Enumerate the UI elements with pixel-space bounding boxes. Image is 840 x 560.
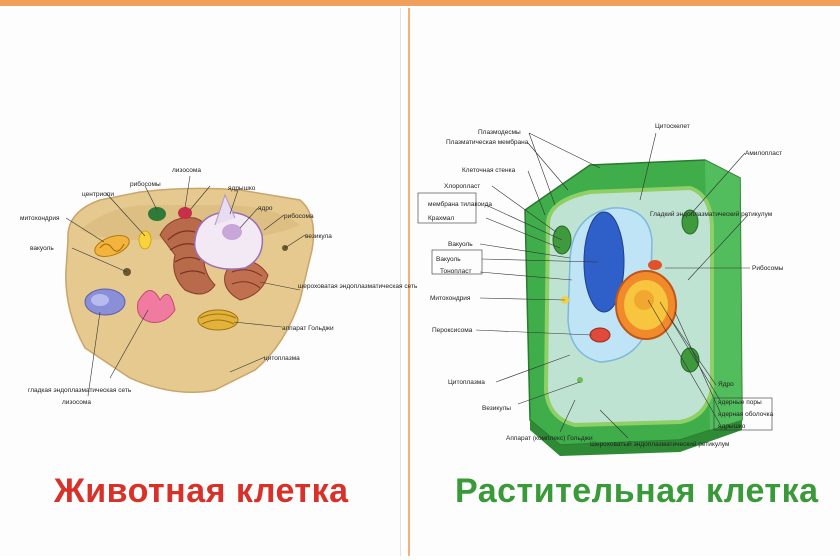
animal-label-vesicle: везикула [305, 233, 332, 240]
animal-label-mitochondrion: митохондрия [20, 215, 60, 222]
plant-label-amyloplast: Амилопласт [745, 150, 782, 157]
plant-cell-wall-side [705, 160, 742, 430]
top-accent-bar [0, 0, 840, 6]
animal-golgi-shape [197, 309, 239, 331]
animal-label-ribosomes-top: рибосомы [130, 180, 161, 188]
animal-label-ribosome-right: рибосома [284, 212, 314, 220]
plant-label-cell-wall: Клеточная стенка [462, 167, 516, 174]
plant-label-thylakoid: мембрана тилакоида [428, 200, 492, 208]
plant-cell-caption: Растительная клетка [455, 472, 819, 510]
plant-label-plasmodesmata: Плазмодесмы [478, 129, 521, 136]
plant-label-vacuole: Вакуоль [448, 241, 473, 248]
animal-label-lysosome-top: лизосома [172, 167, 201, 174]
plant-label-nucleus: Ядро [718, 381, 734, 388]
animal-label-rough-er: шероховатая эндоплазматическая сеть [298, 283, 418, 290]
plant-label-nuclear-pore: ядерные поры [718, 399, 762, 406]
animal-cell-diagram: рибосомы лизосома центриоли ядрышко ядро… [20, 167, 418, 406]
plant-label-golgi: Аппарат (комплекс) Гольджи [506, 435, 593, 442]
animal-label-lysosome-left: лизосома [62, 399, 91, 406]
animal-lysosome-shape [148, 207, 166, 221]
plant-label-chloroplast: Хлоропласт [444, 183, 480, 190]
plant-label-tonoplast: Тонопласт [440, 268, 471, 275]
animal-smooth-er-shape [137, 290, 176, 323]
plant-label-ribosomes: Рибосомы [752, 264, 784, 272]
plant-label-starch: Крахмал [428, 215, 454, 222]
animal-nucleus-shape [193, 193, 264, 270]
plant-cell-diagram: Плазмодесмы Плазматическая мембрана Клет… [417, 123, 784, 456]
plant-label-vesicles: Везикулы [482, 405, 511, 412]
plant-label-rough-er: Шероховатый эндоплазматический ретикулум [590, 440, 730, 448]
plant-label-vacuole-inner: Вакуоль [436, 256, 461, 263]
plant-nucleus-shape [615, 270, 677, 340]
animal-cell-caption: Животная клетка [54, 472, 349, 510]
plant-label-smooth-er: Гладкий эндоплазматический ретикулум [650, 210, 773, 218]
animal-label-nucleolus: ядрышко [228, 185, 256, 192]
animal-label-golgi: аппарат Гольджи [282, 325, 334, 332]
animal-label-cytoplasm: цитоплазма [264, 355, 300, 362]
animal-label-centrioles: центриоли [82, 191, 114, 198]
plant-mitochondrion-shape [589, 327, 611, 343]
plant-label-cytoplasm: Цитоплазма [448, 379, 485, 386]
plant-label-cytoskeleton: Цитоскелет [655, 123, 690, 130]
animal-mitochondrion-shape [94, 235, 130, 257]
animal-label-vacuole: вакуоль [30, 245, 54, 252]
plant-label-plasma-membrane: Плазматическая мембрана [446, 138, 529, 146]
animal-ribosome-cluster [178, 207, 192, 219]
plant-label-peroxisome: Пероксисома [432, 327, 473, 334]
plant-label-nuclear-envelope: ядерная оболочка [718, 410, 774, 418]
plant-label-nucleolus: ядрышко [718, 423, 746, 430]
animal-label-nucleus: ядро [258, 205, 273, 212]
animal-label-smooth-er: гладкая эндоплазматическая сеть [28, 387, 132, 394]
plant-label-mitochondrion: Митохондрия [430, 295, 471, 302]
